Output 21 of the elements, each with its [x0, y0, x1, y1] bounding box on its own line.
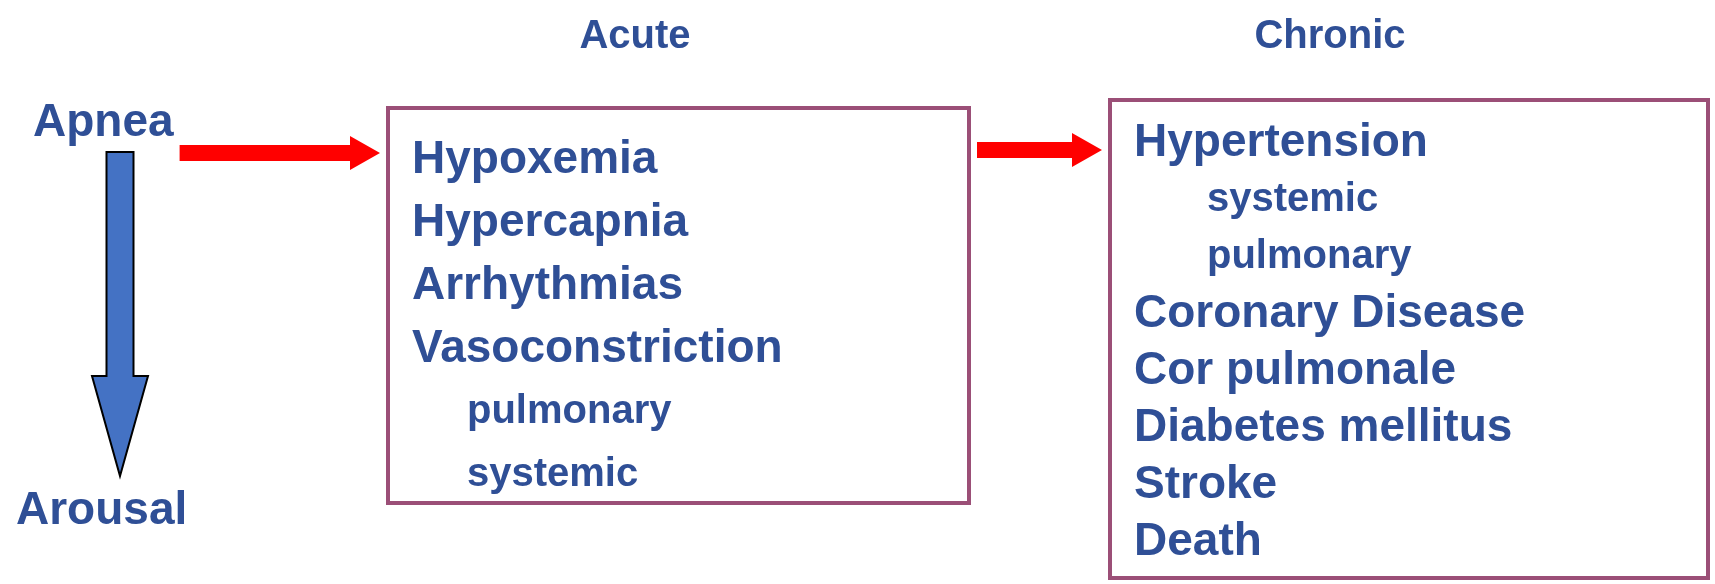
list-item: Stroke — [1134, 455, 1279, 510]
list-item: Hypertension — [1134, 113, 1429, 168]
list-item: Coronary Disease — [1134, 284, 1527, 339]
block-arrow — [179, 136, 380, 170]
list-item: Death — [1134, 512, 1263, 567]
column-heading: Chronic — [1254, 11, 1406, 58]
block-arrow — [977, 133, 1102, 167]
term-label: Arousal — [16, 482, 188, 534]
column-heading: Acute — [579, 11, 691, 58]
list-item: Arrhythmias — [412, 256, 684, 311]
sub-item: systemic — [1206, 174, 1380, 221]
list-item: Vasoconstriction — [412, 319, 784, 374]
sub-item: systemic — [466, 449, 640, 496]
sub-item: pulmonary — [1206, 231, 1413, 278]
sub-item: pulmonary — [466, 386, 673, 433]
list-item: Diabetes mellitus — [1134, 398, 1514, 453]
list-item: Hypoxemia — [412, 130, 659, 185]
block-arrow — [90, 151, 150, 480]
list-item: Cor pulmonale — [1134, 341, 1458, 396]
term-label: Apnea — [33, 94, 174, 146]
list-item: Hypercapnia — [412, 193, 690, 248]
